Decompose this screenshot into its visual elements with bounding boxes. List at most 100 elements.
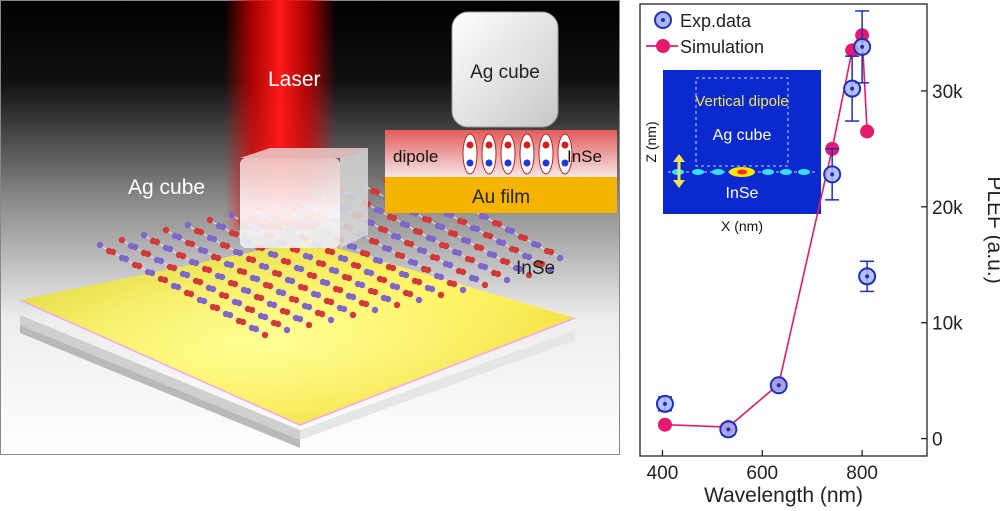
- y-tick-label: 20k: [932, 198, 963, 219]
- hotspot: [762, 169, 774, 175]
- x-tick-label: 800: [846, 463, 878, 484]
- lattice-atom-pair: [362, 300, 379, 314]
- lattice-atom-pair: [521, 234, 538, 248]
- lattice-atom-pair: [403, 221, 420, 235]
- gap-schematic-inset: Ag cube dipole InSe Au film: [385, 11, 617, 213]
- lattice-atom-pair: [547, 248, 564, 262]
- exp-data-point: [719, 420, 738, 439]
- svg-text:Simulation: Simulation: [680, 37, 764, 57]
- au-film-edge: [19, 299, 576, 426]
- inset-au-film: [385, 177, 617, 213]
- exp-data-point: [858, 260, 877, 293]
- inset-ag-cube: [451, 11, 559, 128]
- inset-inse-label: InSe: [567, 147, 602, 166]
- plot-frame: [639, 3, 928, 457]
- lattice-atom-pair: [306, 253, 323, 267]
- dipole: [500, 133, 516, 175]
- lattice-atom-pair: [192, 259, 209, 273]
- lattice-atom-pair: [428, 285, 445, 299]
- dipole: [481, 133, 497, 175]
- field-hotspots: [672, 167, 810, 177]
- lattice-atom-pair: [262, 263, 279, 277]
- dipole-arrow: [673, 154, 685, 188]
- lattice-atom-pair: [503, 258, 520, 272]
- lattice-atom-pair: [332, 267, 349, 281]
- dipole: [538, 133, 554, 175]
- lattice-atom-pair: [416, 228, 433, 242]
- legend-item-simulation: Simulation: [646, 37, 764, 57]
- inset-inse-label: InSe: [726, 185, 759, 202]
- y-tick-label: 0: [932, 430, 943, 451]
- field-map: [663, 70, 821, 214]
- lattice-atom-pair: [310, 272, 327, 286]
- x-axis-label: Wavelength (nm): [704, 484, 863, 507]
- svg-text:Exp.data: Exp.data: [680, 11, 752, 31]
- lattice-atom-pair: [406, 290, 423, 304]
- lattice-atom-pair: [196, 278, 213, 292]
- lattice-atom-pair: [442, 242, 459, 256]
- exp-data-point: [853, 10, 872, 84]
- inset-ag-cube-label: Ag cube: [470, 62, 540, 83]
- lattice-atom-pair: [525, 253, 542, 267]
- lattice-atom-pair: [455, 249, 472, 263]
- exp-data-point: [769, 376, 788, 395]
- inse-label: InSe: [516, 258, 555, 279]
- lattice-atom-pair: [384, 295, 401, 309]
- exp-data-point: [843, 55, 862, 122]
- y-tick-label: 30k: [932, 82, 963, 103]
- lattice-atom-pair: [340, 305, 357, 319]
- lattice-atom-pair: [371, 288, 388, 302]
- y-axis-label: PLEF (a.u.): [983, 176, 1000, 283]
- laser-label: Laser: [268, 68, 321, 91]
- exp-data-point: [823, 148, 842, 201]
- inset-title-label: Vertical dipole: [695, 93, 788, 110]
- lattice-atom-pair: [292, 296, 309, 310]
- inset-dipole-label: dipole: [393, 147, 438, 166]
- lattice-atom-pair: [218, 273, 235, 287]
- ag-cube-label: Ag cube: [128, 176, 205, 199]
- legend-item-exp-data: Exp.data: [654, 11, 752, 31]
- inset-xlabel: X (nm): [721, 218, 763, 234]
- lattice-atom-pair: [296, 315, 313, 329]
- field-map-inset: Vertical dipole Ag cube InSe X (nm) Z (n…: [643, 70, 821, 234]
- inset-ag-cube-label: Ag cube: [713, 127, 772, 144]
- exp-data-point: [655, 394, 674, 413]
- lattice-atom-pair: [538, 260, 555, 274]
- substrate-base-front: [20, 325, 300, 448]
- lattice-atom-pair: [377, 207, 394, 221]
- lattice-atom-pair: [376, 257, 393, 271]
- lattice-atom-pair: [389, 264, 406, 278]
- lattice-atom-pair: [266, 282, 283, 296]
- hotspot: [692, 169, 704, 175]
- lattice-atom-pair: [197, 228, 214, 242]
- lattice-atom-pair: [279, 289, 296, 303]
- dipole: [519, 133, 535, 175]
- ag-cube-3d: [240, 148, 368, 248]
- lattice-atom-pair: [482, 213, 499, 227]
- hotspot: [712, 169, 724, 175]
- lattice-atom-pair: [252, 325, 269, 339]
- lattice-atom-pair: [385, 245, 402, 259]
- lattice-atom-pair: [477, 244, 494, 258]
- simulation-point: [860, 124, 875, 139]
- lattice-atom-pair: [244, 287, 261, 301]
- dipole: [557, 133, 573, 175]
- inset-au-film-label: Au film: [472, 187, 530, 208]
- au-film-glow: [20, 240, 575, 425]
- substrate-side-right: [300, 330, 575, 440]
- schematic-illustration: Laser Ag cube InSe Ag cube dipole InSe A…: [0, 0, 620, 455]
- x-tick-label: 600: [746, 463, 778, 484]
- lattice-atom-pair: [328, 248, 345, 262]
- lattice-atom-pair: [380, 276, 397, 290]
- lattice-atom-pair: [450, 280, 467, 294]
- lattice-atom-pair: [205, 266, 222, 280]
- lattice-atom-pair: [459, 268, 476, 282]
- y-tick-label: 10k: [932, 314, 963, 335]
- substrate-side-front: [20, 315, 300, 440]
- lattice-atom-pair: [402, 271, 419, 285]
- inset-ylabel: Z (nm): [643, 121, 659, 162]
- lattice-atom-pair: [393, 283, 410, 297]
